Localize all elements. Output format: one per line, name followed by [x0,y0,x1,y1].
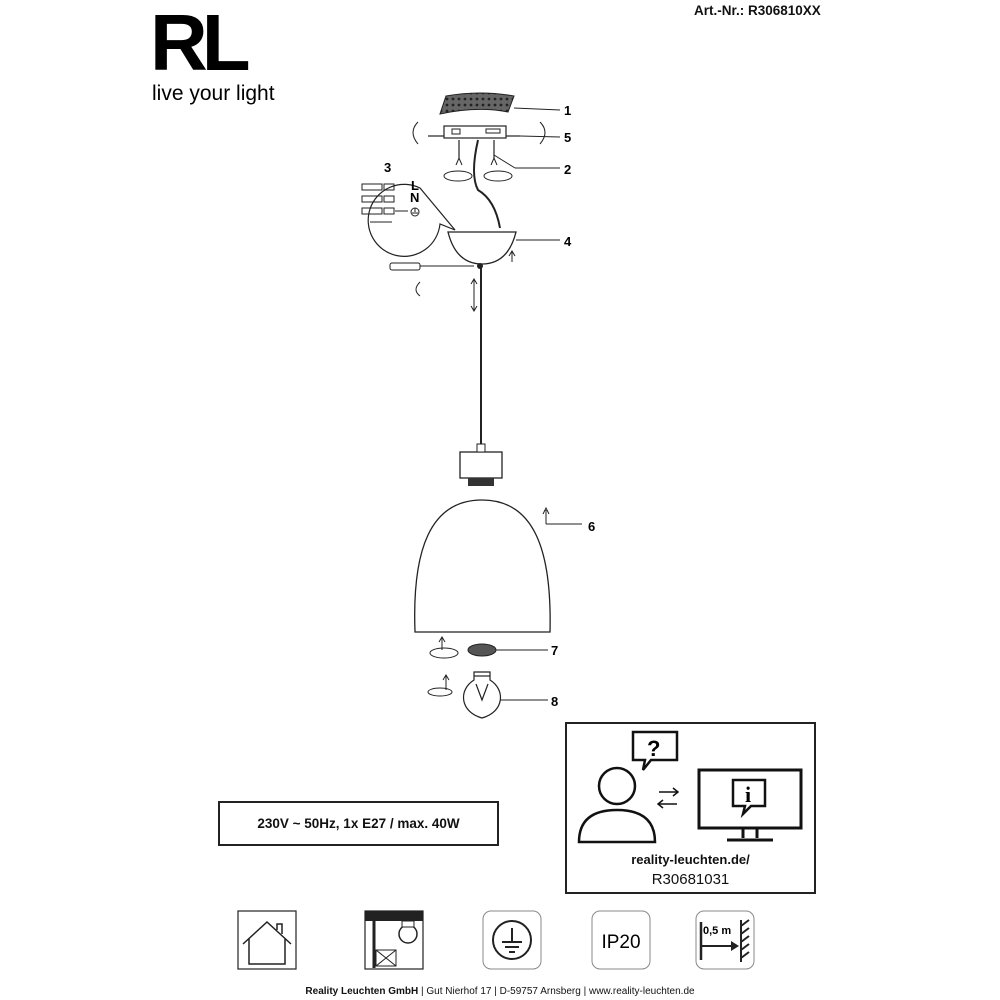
lamp-holder [459,451,503,479]
ceiling-canopy [447,231,517,265]
person-icon [577,766,657,844]
footer-separator: | [583,986,587,997]
earth-symbol-small [410,207,420,217]
ip-rating-text: IP20 [601,932,640,953]
screwdriver-icon [389,262,474,297]
callout-4: 4 [564,234,572,249]
footer-website[interactable]: www.reality-leuchten.de [588,986,695,997]
protection-class-1-icon [482,910,542,970]
terminal-n-label: N [410,190,419,205]
minimum-distance-icon: 0,5 m [695,910,755,970]
logo-text: RL [150,8,249,87]
lamp-shade [414,499,551,633]
callout-2: 2 [564,162,571,177]
speech-bubble-icon: ? [631,730,679,771]
rl-logo: RL live your light [150,8,275,105]
terminal-block-icon [361,183,408,223]
ip-rating-icon: IP20 [591,910,651,970]
exchange-arrows-icon [656,787,680,809]
electrical-spec-text: 230V ~ 50Hz, 1x E27 / max. 40W [257,816,460,831]
article-number: Art.-Nr.: R306810XX [694,3,821,18]
footer-separator: | [421,986,424,997]
callout-8: 8 [551,694,558,709]
monitor-icon [697,768,803,842]
info-letter: i [745,782,751,807]
callout-3: 3 [384,160,391,175]
footer-city: D-59757 Arnsberg [499,986,581,997]
shade-ring [467,643,497,657]
question-mark: ? [647,736,660,761]
electrical-spec-box: 230V ~ 50Hz, 1x E27 / max. 40W [218,801,499,846]
mounting-bracket [443,125,507,139]
distance-label: 0,5 m [703,925,731,937]
ceiling-section [439,92,515,115]
support-code: R30681031 [651,871,730,888]
footer: Reality Leuchten GmbH | Gut Nierhof 17 |… [0,986,1000,997]
indoor-use-icon [237,910,297,970]
callout-5: 5 [564,130,571,145]
support-illustration: ? i [577,730,803,844]
info-box: ? i reality-leuchten.de/ R30681031 [565,722,816,894]
terminal-l-label: L [411,178,419,193]
footer-address: Gut Nierhof 17 [426,986,492,997]
footer-company: Reality Leuchten GmbH [305,986,419,997]
not-for-insulated-ceiling-icon [364,910,424,970]
support-url[interactable]: reality-leuchten.de/ [631,852,750,867]
callout-1: 1 [564,103,571,118]
light-bulb-icon [463,671,501,719]
callout-6: 6 [588,519,595,534]
callout-7: 7 [551,643,558,658]
logo-tagline: live your light [152,82,275,105]
info-bubble-icon: i [731,778,767,819]
footer-separator: | [494,986,497,997]
